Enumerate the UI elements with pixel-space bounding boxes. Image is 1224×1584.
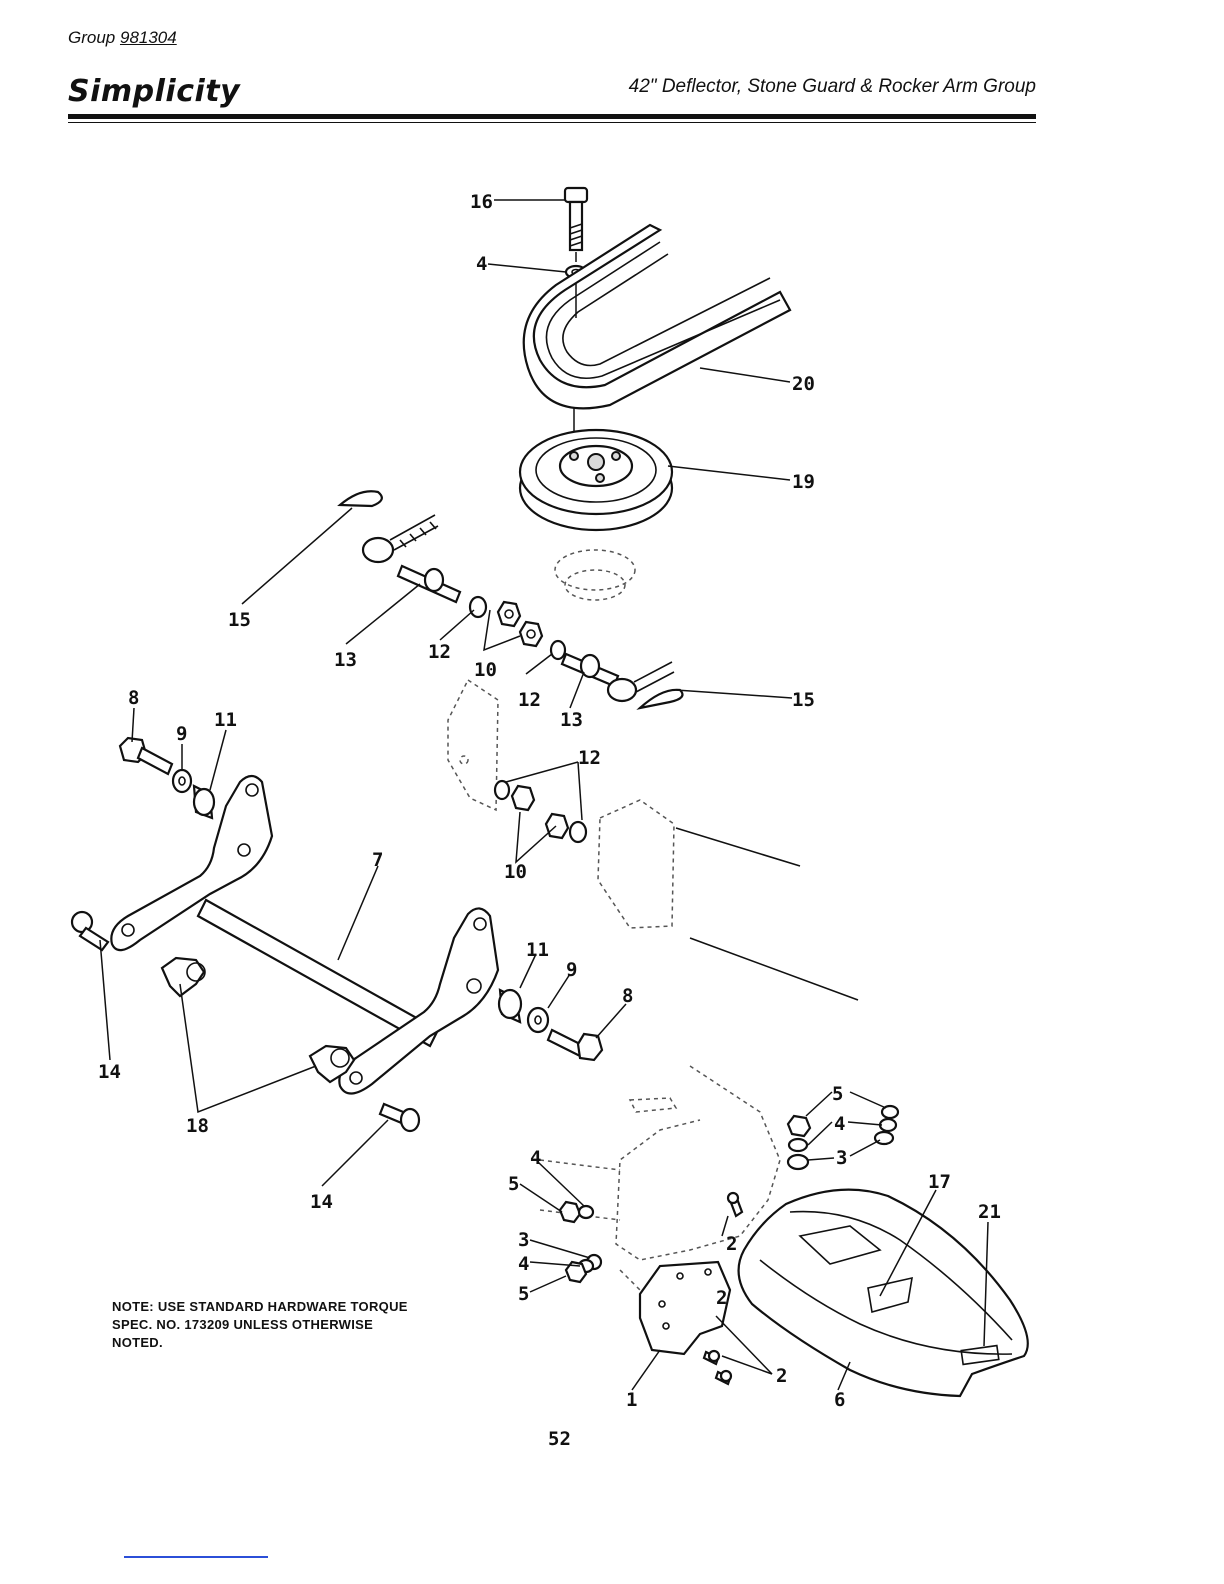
- callout-7: 7: [372, 849, 383, 871]
- callout-5: 5: [508, 1173, 519, 1195]
- exploded-parts-diagram: 16 4 20 19 15 13 12 10 12 13 15 8 9 11 1…: [0, 140, 1224, 1420]
- callout-14: 14: [98, 1061, 121, 1083]
- callout-14: 14: [310, 1191, 333, 1213]
- callout-12: 12: [428, 641, 451, 663]
- callout-9: 9: [566, 959, 577, 981]
- callout-9: 9: [176, 723, 187, 745]
- part-lockwasher-12-middle: [551, 641, 565, 659]
- part-cotterpin-15-upper: [340, 491, 382, 506]
- torque-note: NOTE: USE STANDARD HARDWARE TORQUE SPEC.…: [112, 1298, 412, 1352]
- callout-1: 1: [626, 1389, 637, 1411]
- callout-16: 16: [470, 191, 493, 213]
- part-pulley-19: [520, 408, 672, 530]
- callout-8: 8: [128, 687, 139, 709]
- part-pin-14-right: [380, 1104, 419, 1131]
- callout-21: 21: [978, 1201, 1001, 1223]
- part-stud-13-lower: [562, 654, 618, 686]
- part-deck-bracket-dashed: [598, 800, 858, 1000]
- part-bolt-8-right: [548, 1030, 602, 1060]
- part-lockwashers-12-group: [495, 781, 586, 842]
- part-rocker-arm-7: [111, 776, 498, 1094]
- callout-4: 4: [530, 1147, 541, 1169]
- brand-logo: Simplicity: [68, 74, 240, 109]
- page-title: 42" Deflector, Stone Guard & Rocker Arm …: [629, 76, 1036, 98]
- callout-20: 20: [792, 373, 815, 395]
- part-belt-20: [524, 225, 790, 408]
- part-nuts-10-group: [512, 786, 568, 838]
- part-cotterpin-15-lower: [640, 690, 682, 708]
- callout-2: 2: [776, 1365, 787, 1387]
- part-hub-dashed: [555, 550, 635, 600]
- part-bolt-8-left: [120, 738, 172, 774]
- callout-8: 8: [622, 985, 633, 1007]
- part-washer-9-right: [528, 1008, 548, 1032]
- callout-12: 12: [578, 747, 601, 769]
- group-line: Group 981304: [68, 28, 217, 48]
- callout-11: 11: [526, 939, 549, 961]
- group-label: Group: [68, 28, 115, 47]
- group-number: 981304: [120, 28, 217, 47]
- callout-5: 5: [518, 1283, 529, 1305]
- part-nuts-10-upper: [498, 602, 542, 646]
- part-washer-9-left: [173, 770, 191, 792]
- callout-3: 3: [836, 1147, 847, 1169]
- callout-11: 11: [214, 709, 237, 731]
- part-stud-13-upper: [398, 566, 460, 602]
- callout-4: 4: [476, 253, 487, 275]
- callout-4: 4: [518, 1253, 529, 1275]
- callout-5: 5: [832, 1083, 843, 1105]
- bottom-link-underline[interactable]: [124, 1556, 268, 1558]
- header-rule: [68, 114, 1036, 119]
- callout-10: 10: [504, 861, 527, 883]
- part-mount-bracket-dashed: [448, 680, 498, 810]
- part-hardware-left-cluster: [560, 1202, 601, 1282]
- part-bushing-11-right: [499, 990, 521, 1022]
- part-bolt-16: [565, 188, 587, 262]
- callout-13: 13: [334, 649, 357, 671]
- callout-12: 12: [518, 689, 541, 711]
- callout-4: 4: [834, 1113, 845, 1135]
- callout-19: 19: [792, 471, 815, 493]
- callout-10: 10: [474, 659, 497, 681]
- page-number: 52: [548, 1428, 571, 1450]
- callout-17: 17: [928, 1171, 951, 1193]
- callout-2: 2: [726, 1233, 737, 1255]
- part-pin-14-left: [72, 912, 108, 950]
- callout-6: 6: [834, 1389, 845, 1411]
- callout-15: 15: [228, 609, 251, 631]
- callout-3: 3: [518, 1229, 529, 1251]
- callout-18: 18: [186, 1115, 209, 1137]
- callout-13: 13: [560, 709, 583, 731]
- header-rule-thin: [68, 122, 1036, 123]
- part-rodend-upper: [363, 515, 438, 562]
- part-bushing-11-left: [194, 786, 214, 818]
- callout-15: 15: [792, 689, 815, 711]
- callout-2: 2: [716, 1287, 727, 1309]
- part-lockwasher-12-upper: [470, 597, 486, 617]
